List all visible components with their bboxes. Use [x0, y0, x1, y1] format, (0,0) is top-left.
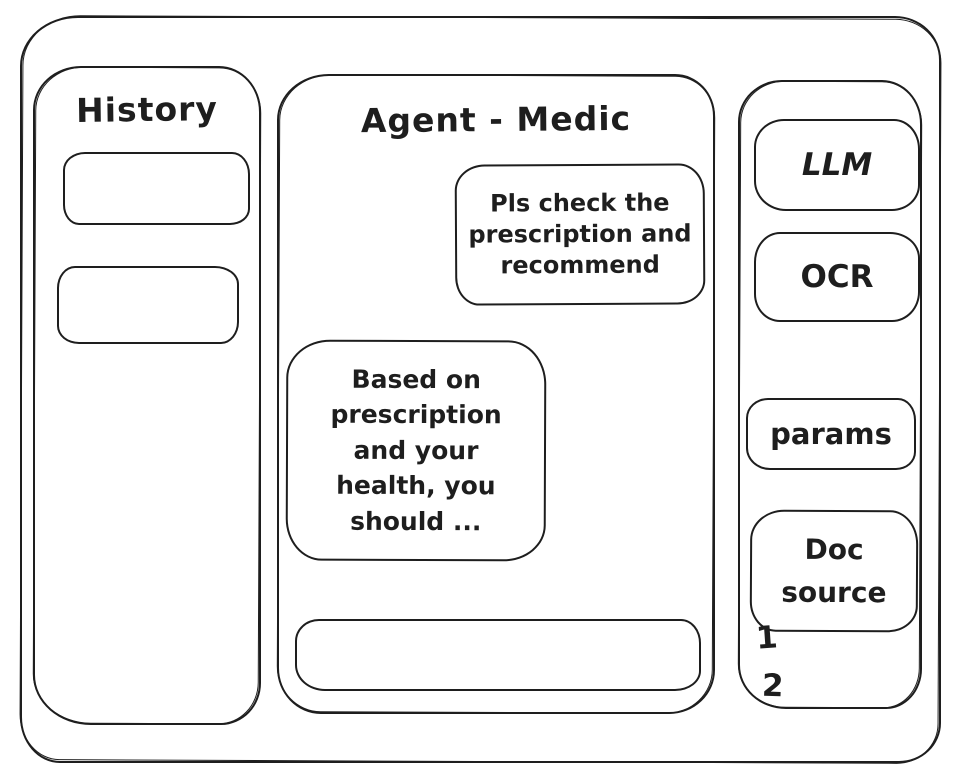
user-message-bubble: Pls check the prescription and recommend	[454, 163, 706, 306]
ocr-button[interactable]: OCR	[754, 232, 920, 322]
chat-panel: Agent - Medic Pls check the prescription…	[277, 74, 715, 714]
llm-button[interactable]: LLM	[754, 119, 920, 211]
message-input[interactable]	[295, 619, 701, 691]
tools-panel: LLM OCR params Doc source 1 2	[738, 80, 922, 709]
doc-source-item-1[interactable]: 1	[754, 619, 779, 657]
doc-source-button[interactable]: Doc source	[749, 509, 919, 633]
chat-title: Agent - Medic	[360, 98, 632, 141]
history-item-1[interactable]	[63, 152, 250, 225]
history-sidebar: History	[33, 66, 261, 725]
assistant-message-bubble: Based on prescription and your health, y…	[285, 339, 547, 562]
history-item-2[interactable]	[57, 266, 239, 344]
doc-source-item-2[interactable]: 2	[761, 667, 785, 705]
history-title: History	[75, 89, 219, 130]
params-button[interactable]: params	[746, 398, 916, 470]
